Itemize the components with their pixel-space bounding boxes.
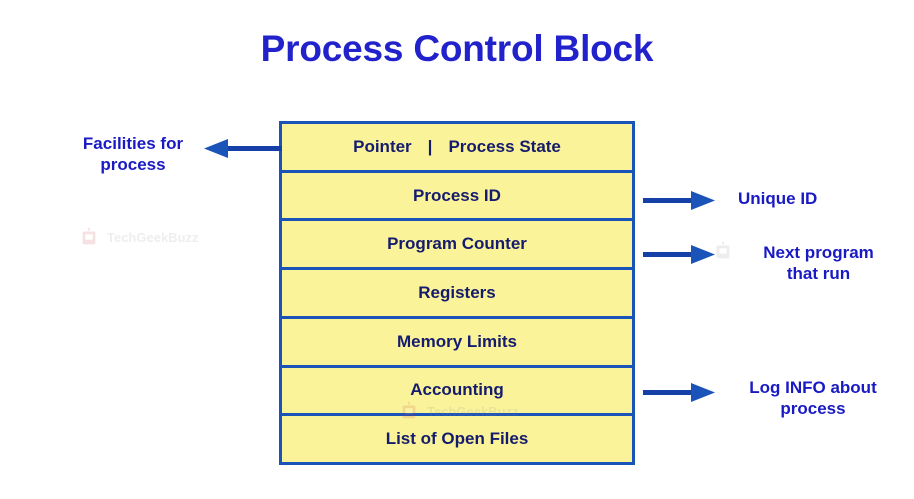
annotation-next-program-line2: that run [786,264,851,283]
arrow-right-icon-next-program [643,245,715,264]
pcb-row-pointer-process-state: Pointer | Process State [282,124,632,173]
arrow-right-icon-log-info [643,383,715,402]
pcb-cell-program-counter: Program Counter [387,234,527,254]
pcb-cell-list-of-open-files: List of Open Files [385,429,529,449]
process-control-block-table: Pointer | Process State Process ID Progr… [279,121,635,465]
pcb-row-program-counter: Program Counter [282,221,632,271]
page-title: Process Control Block [260,28,654,69]
annotation-next-program: Next program that run [731,242,906,284]
annotation-unique-id: Unique ID [738,188,898,209]
pcb-cell-process-state: Process State [448,136,561,156]
pcb-cell-process-id: Process ID [413,185,501,205]
pcb-cell-registers: Registers [418,283,496,303]
pcb-cell-accounting: Accounting [410,380,504,400]
brand-logo-icon [82,227,96,245]
annotation-next-program-line1: Next program [763,243,874,262]
pcb-cell-memory-limits: Memory Limits [397,331,517,351]
annotation-log-info: Log INFO about process [722,377,904,419]
pcb-cell-pointer: Pointer [353,136,412,156]
watermark-text: TechGeekBuzz [107,229,199,245]
annotation-unique-id-line1: Unique ID [738,189,818,208]
annotation-facilities-line1: Facilities for [82,134,184,153]
watermark-left: TechGeekBuzz [78,226,199,248]
pcb-cell-divider: | [427,136,433,156]
pcb-row-list-of-open-files: List of Open Files [282,416,632,463]
annotation-log-info-line1: Log INFO about [749,378,877,397]
pcb-row-memory-limits: Memory Limits [282,318,632,368]
pcb-row-process-id: Process ID [282,172,632,222]
arrow-left-icon-facilities [204,139,282,158]
annotation-facilities-line2: process [100,155,166,174]
arrow-right-icon-unique-id [643,191,715,210]
annotation-log-info-line2: process [780,399,846,418]
annotation-facilities-for-process: Facilities for process [62,133,204,175]
pcb-row-accounting: Accounting [282,367,632,417]
pcb-row-registers: Registers [282,270,632,319]
